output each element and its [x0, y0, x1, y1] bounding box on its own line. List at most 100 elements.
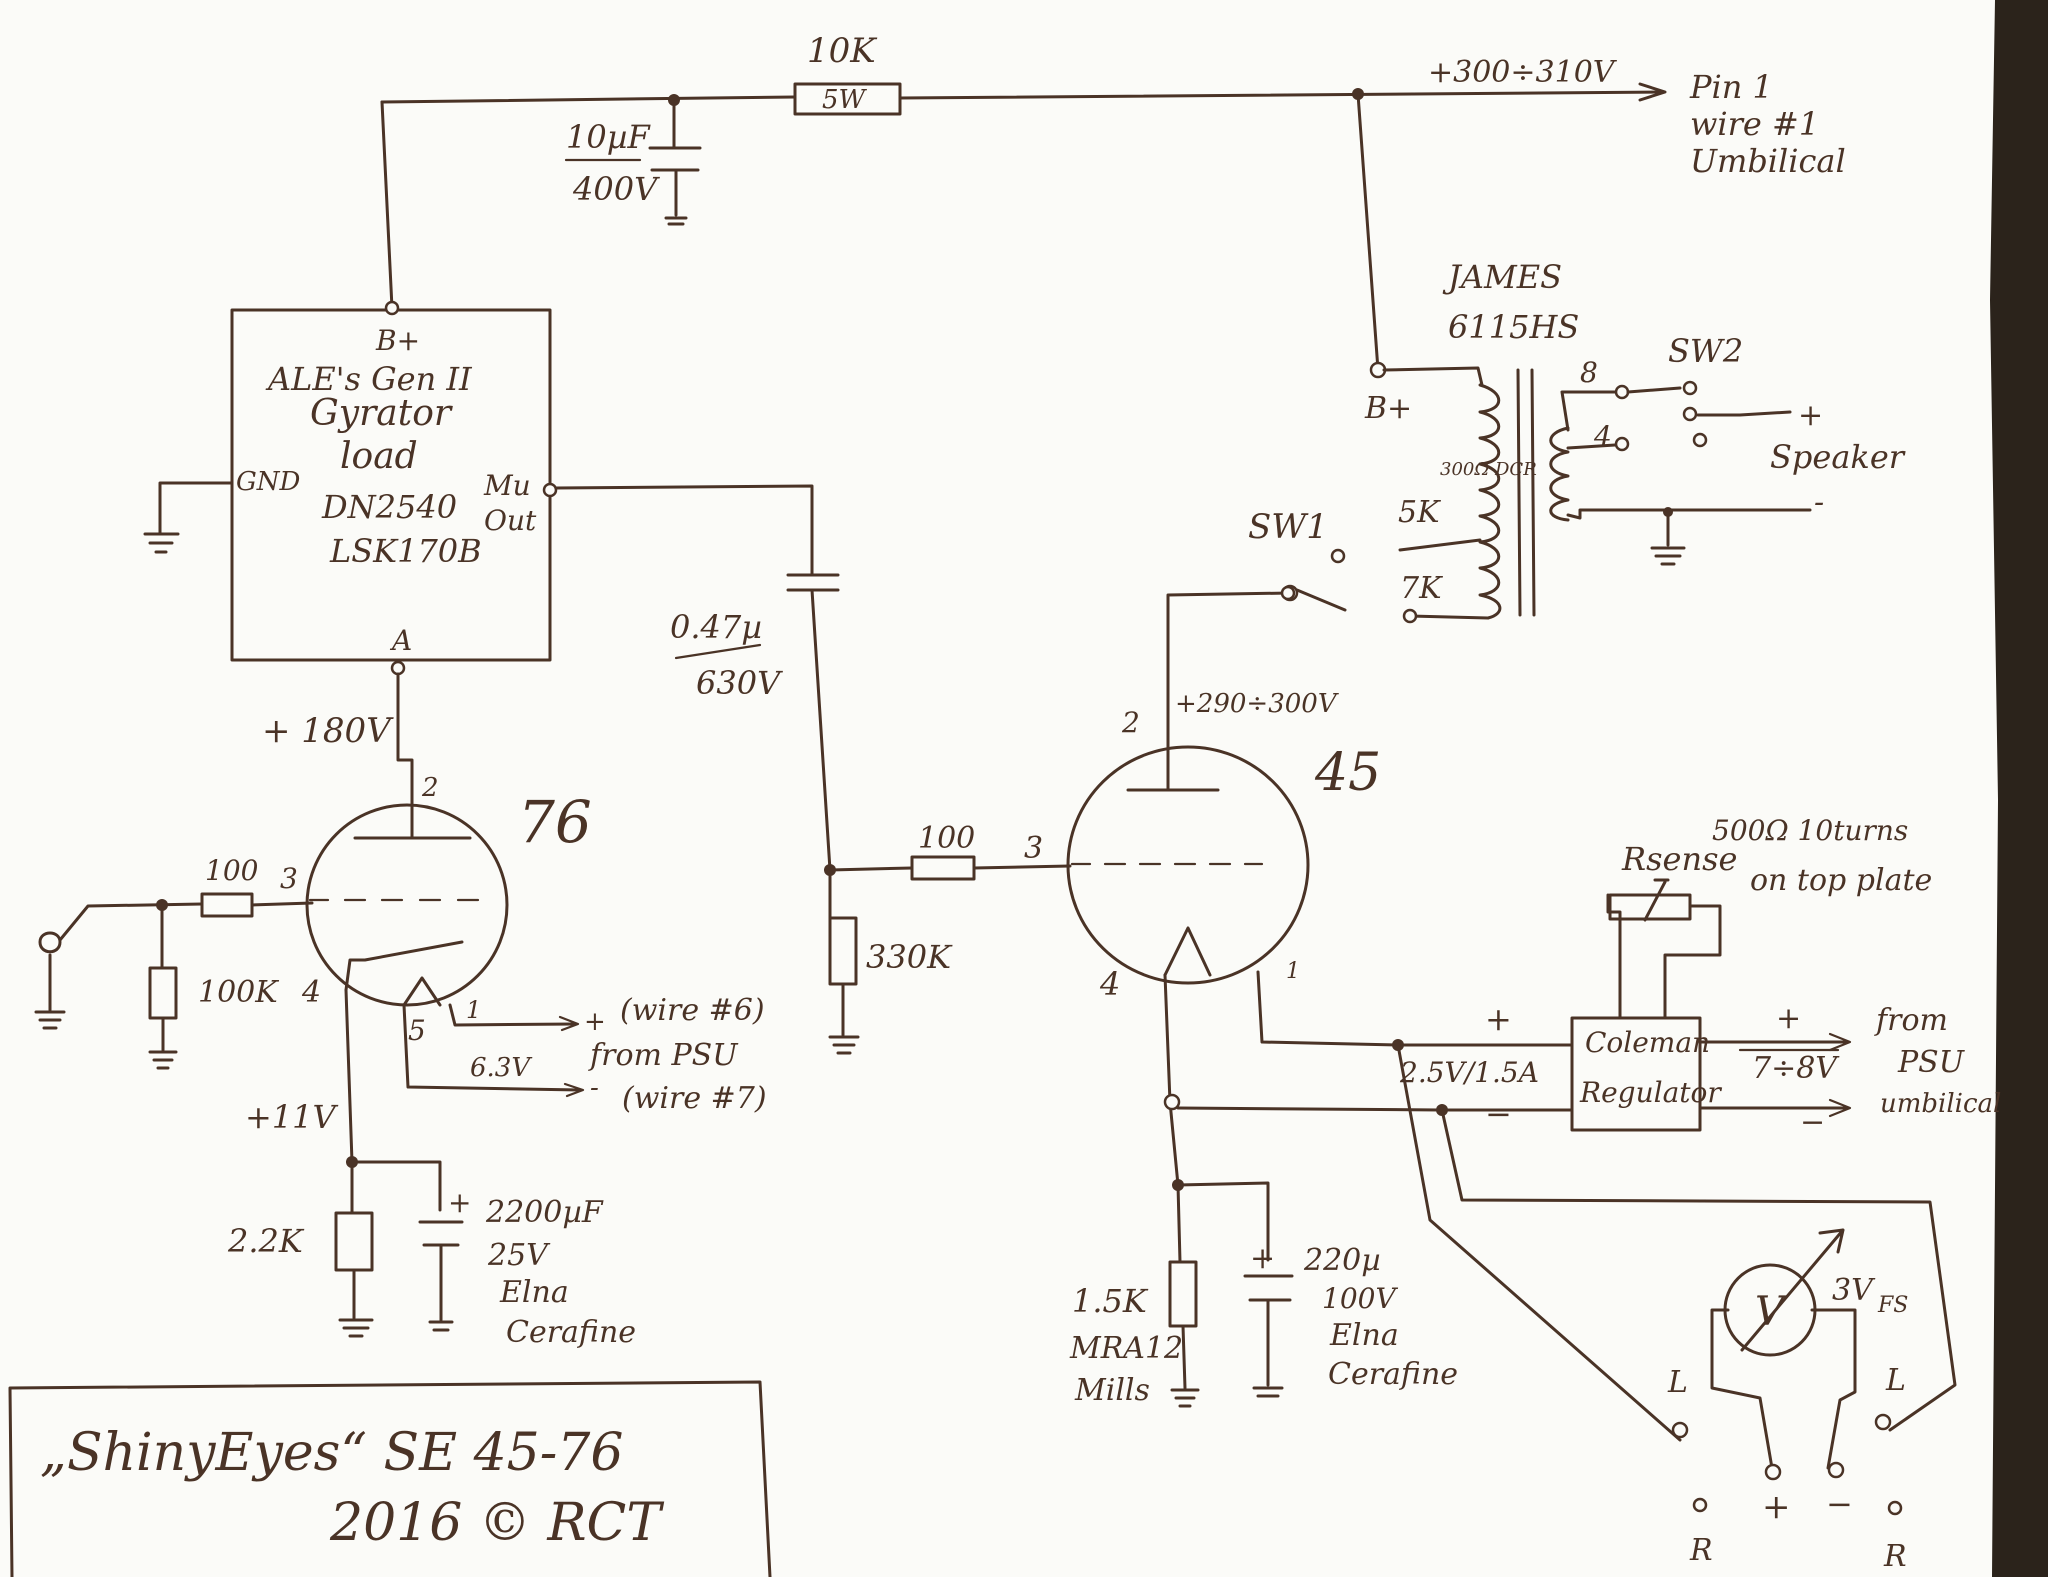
gyrator-title-label: ALE's Gen II: [265, 360, 473, 398]
title-name-label: „ShinyEyes“ SE 45-76: [40, 1423, 623, 1483]
transformer-model-label: 6115HS: [1448, 308, 1579, 346]
regulator-box: [1570, 1016, 1702, 1132]
regulator-name2-label: Regulator: [1579, 1076, 1722, 1109]
speaker-minus-label: -: [1814, 485, 1824, 520]
output-cathode-r2-label: MRA12: [1069, 1331, 1183, 1366]
output-stage: 45 +290÷300V 2 3 4 1 JAMES 6115HS B+ 300…: [1024, 258, 1906, 1408]
output-pin1-label: 1: [1286, 959, 1300, 984]
coupling-cap-value-label: 0.47µ: [670, 608, 762, 646]
driver-plate-voltage-label: + 180V: [262, 711, 394, 751]
driver-pin5-label: 5: [408, 1014, 426, 1047]
gyrator-mu-label: Mu: [483, 469, 531, 502]
driver-pin2-label: 2: [421, 773, 439, 803]
regulator-out-plus-label: +: [1485, 1000, 1512, 1038]
meter-r-left-label: R: [1689, 1533, 1713, 1568]
speaker-label: Speaker: [1770, 438, 1906, 476]
driver-pin1-label: 1: [466, 996, 481, 1024]
input-jack-icon: [34, 931, 66, 1030]
driver-heater-plus-label: +: [584, 1007, 606, 1037]
tap-4-label: 4: [1593, 420, 1612, 453]
driver-tube-label: 76: [518, 788, 592, 856]
sw2-label: SW2: [1668, 332, 1743, 370]
meter-l-left-label: L: [1667, 1365, 1688, 1400]
meter-range-label: 3V: [1832, 1273, 1876, 1308]
driver-heater-note2-label: from PSU: [588, 1038, 739, 1073]
title-credit-label: 2016 © RCT: [329, 1493, 664, 1553]
output-pin2-label: 2: [1121, 706, 1140, 739]
gyrator-anode-label: A: [389, 624, 412, 657]
title-block: „ShinyEyes“ SE 45-76 2016 © RCT: [8, 1380, 772, 1577]
regulator-src3-label: umbilical: [1880, 1089, 2001, 1119]
driver-cap-plus-label: +: [448, 1186, 471, 1219]
gyrator-name-label: Gyrator: [310, 393, 453, 434]
transformer-core: [1516, 368, 1536, 617]
supply-voltage-label: +300÷310V: [1428, 55, 1618, 90]
transformer-primary: [1478, 383, 1502, 620]
driver-cathode: [344, 940, 464, 992]
output-filament: [1163, 926, 1212, 977]
output-cathode-cap-value-label: 220µ: [1303, 1243, 1381, 1278]
dropper-power-label: 5W: [822, 85, 868, 115]
tap-8-label: 8: [1580, 356, 1598, 389]
driver-cathode-cap-value-label: 2200µF: [485, 1195, 604, 1230]
transformer-dcr-label: 300Ω DCR: [1440, 459, 1537, 480]
output-cap-plus-label: +: [1250, 1241, 1275, 1276]
regulator-in-plus-label: +: [1776, 1001, 1801, 1036]
gyrator-gnd-label: GND: [236, 467, 301, 497]
regulator-src1-label: from: [1874, 1003, 1948, 1038]
regulator-name1-label: Coleman: [1585, 1026, 1710, 1059]
gyrator-load: B+ ALE's Gen II Gyrator load DN2540 LSK1…: [143, 300, 814, 662]
driver-grid-r-label: 100: [205, 854, 258, 887]
output-cathode-cap-brand-label: Elna: [1329, 1318, 1399, 1353]
output-tube-envelope: [1066, 745, 1310, 985]
driver-cathode-cap-brand-label: Elna: [499, 1275, 569, 1310]
output-grid-r-label: 100: [918, 821, 975, 856]
gyrator-load-label: load: [340, 436, 418, 477]
meter-range-sub-label: FS: [1877, 1293, 1908, 1318]
coupling-cap-voltage-label: 630V: [696, 664, 783, 702]
driver-pin4-label: 4: [301, 975, 321, 1010]
driver-heater: [402, 976, 442, 1007]
supply-dest-wire-label: wire #1: [1690, 105, 1819, 143]
filament-regulator: Coleman Regulator + − 2.5V/1.5A + 7÷8V −…: [1176, 814, 2001, 1140]
meter-jack-minus-label: −: [1826, 1485, 1853, 1523]
regulator-src2-label: PSU: [1897, 1045, 1966, 1080]
speaker-plus-label: +: [1798, 398, 1823, 433]
supply-line: 10K 5W 10µF 400V +300÷310V Pin 1 wire #1…: [380, 31, 1846, 379]
supply-dest-umbilical-label: Umbilical: [1690, 142, 1846, 180]
rsense-note2-label: on top plate: [1750, 863, 1932, 898]
gyrator-part2-label: LSK170B: [329, 532, 482, 570]
driver-heater-voltage-label: 6.3V: [470, 1053, 532, 1083]
paper: [0, 0, 1998, 1577]
transformer-secondary: [1549, 426, 1570, 522]
driver-pin3-label: 3: [280, 862, 298, 895]
transformer-brand-label: JAMES: [1442, 258, 1562, 296]
filter-cap-value-label: 10µF: [566, 118, 652, 156]
output-plate-voltage-label: +290÷300V: [1175, 689, 1339, 719]
regulator-in-voltage-label: 7÷8V: [1752, 1051, 1840, 1086]
output-pin3-label: 3: [1024, 831, 1043, 866]
meter-jack-plus-label: +: [1762, 1487, 1791, 1527]
driver-grid-leak-label: 100K: [198, 975, 279, 1010]
driver-heater-note1-label: (wire #6): [620, 993, 765, 1028]
sw1-label: SW1: [1248, 507, 1328, 547]
driver-cathode-r-label: 2.2K: [227, 1222, 305, 1260]
dropper-value-label: 10K: [807, 31, 878, 71]
rsense-note1-label: 500Ω 10turns: [1712, 814, 1908, 847]
output-cathode-cap-voltage-label: 100V: [1322, 1282, 1398, 1315]
driver-heater-minus-label: -: [590, 1073, 599, 1103]
output-grid-leak-label: 330K: [866, 938, 953, 976]
driver-cathode-voltage-label: +11V: [245, 1098, 339, 1136]
output-tube-label: 45: [1314, 743, 1381, 803]
driver-cathode-cap-voltage-label: 25V: [487, 1238, 551, 1273]
output-cathode-r1-label: 1.5K: [1072, 1282, 1149, 1320]
meter-l-right-label: L: [1885, 1363, 1906, 1398]
regulator-out-minus-label: −: [1485, 1095, 1512, 1133]
coupling-network: 0.47µ 630V 100 330K: [670, 573, 1072, 1055]
regulator-fil-voltage-label: 2.5V/1.5A: [1399, 1056, 1539, 1089]
driver-stage: 76 + 180V 2 3 4 5 1 100 100K + - 6.3V (w…: [34, 660, 767, 1350]
output-cathode-r3-label: Mills: [1074, 1373, 1150, 1408]
supply-dest-pin-label: Pin 1: [1689, 68, 1773, 106]
driver-tube-envelope: [305, 803, 509, 1007]
